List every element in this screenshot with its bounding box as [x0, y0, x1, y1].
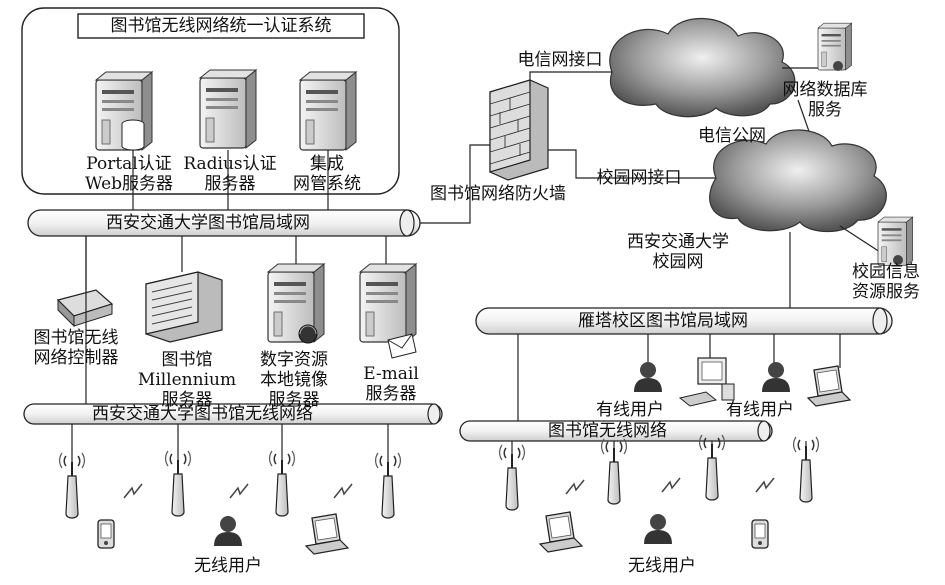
telecom-cloud-icon	[609, 17, 796, 118]
radius-server-label: Radius认证服务器	[183, 154, 277, 194]
wireless-user-label: 无线用户	[628, 556, 696, 576]
campus-net-label: 西安交通大学校园网	[627, 232, 729, 272]
portal-server-icon	[95, 71, 153, 151]
wireless-signal-icon	[565, 479, 585, 495]
firewall-icon	[489, 79, 549, 181]
wireless-controller-icon	[56, 289, 114, 328]
wired-user-icon	[634, 362, 662, 392]
wireless-controller-label: 图书馆无线网络控制器	[33, 328, 119, 368]
yanta-lan-pipe	[475, 307, 893, 335]
wireless-signal-icon	[229, 483, 249, 499]
phone-icon	[751, 519, 769, 549]
wireless-signal-icon	[755, 477, 775, 493]
email-server-icon	[359, 263, 417, 359]
laptop-icon	[305, 513, 349, 555]
firewall-label: 图书馆网络防火墙	[430, 184, 566, 204]
laptop-icon	[807, 365, 851, 407]
millennium-server-icon	[145, 271, 223, 343]
digital-mirror-label: 数字资源本地镜像服务器	[260, 350, 328, 410]
digital-mirror-server-icon	[267, 263, 325, 344]
ap-tower-icon	[498, 444, 526, 511]
phone-icon	[97, 519, 115, 549]
yanta-lan-label: 雁塔校区图书馆局域网	[578, 311, 748, 331]
ap-tower-icon	[600, 438, 628, 505]
auth-group-box	[21, 7, 400, 195]
main-lan-label: 西安交通大学图书馆局域网	[106, 213, 310, 233]
wireless-signal-icon	[333, 483, 353, 499]
right-wifi-label: 图书馆无线网络	[548, 421, 667, 441]
radius-server-icon	[199, 69, 257, 149]
wired-user-label: 有线用户	[726, 400, 794, 420]
main-wifi-pipe	[23, 403, 443, 425]
wireless-user-icon	[214, 516, 242, 546]
ap-tower-icon	[792, 436, 820, 503]
nms-label: 集成网管系统	[293, 154, 361, 194]
ap-tower-icon	[268, 450, 296, 517]
telecom-interface-label: 电信网接口	[517, 50, 603, 70]
nms-server-icon	[299, 71, 357, 151]
ap-tower-icon	[374, 452, 402, 519]
campus-info-label: 校园信息资源服务	[852, 262, 920, 302]
wireless-user-icon	[644, 514, 672, 544]
network-db-label: 网络数据库服务	[782, 80, 868, 120]
telecom-net-label: 电信公网	[698, 126, 766, 146]
main-wifi-label: 西安交通大学图书馆无线网络	[92, 404, 313, 424]
desktop-pc-icon	[678, 357, 735, 407]
campus-interface-label: 校园网接口	[596, 168, 682, 188]
right-wifi-pipe	[459, 420, 773, 442]
ap-tower-icon	[58, 452, 86, 519]
ap-tower-icon	[698, 434, 726, 501]
wireless-signal-icon	[661, 477, 681, 493]
auth-group-title-frame	[77, 13, 365, 39]
wired-user-icon	[762, 362, 790, 392]
wired-user-label: 有线用户	[596, 400, 664, 420]
wireless-signal-icon	[123, 483, 143, 499]
auth-group-title: 图书馆无线网络统一认证系统	[110, 16, 332, 36]
wireless-user-label: 无线用户	[194, 556, 262, 576]
laptop-icon	[539, 511, 583, 553]
campus-cloud-icon	[709, 129, 887, 232]
ap-tower-icon	[164, 450, 192, 517]
